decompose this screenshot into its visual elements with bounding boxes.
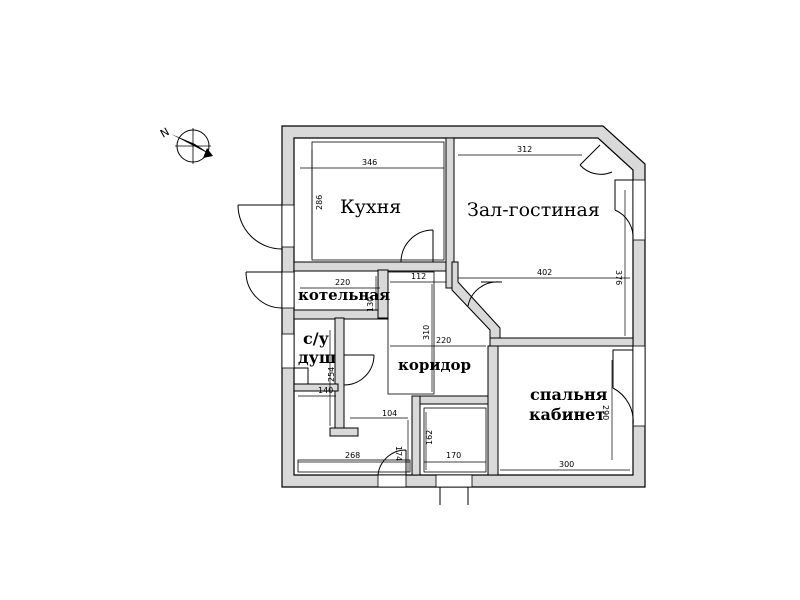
- outer-wall: [281, 125, 646, 488]
- interior-walls: [293, 137, 634, 476]
- dim-hall-depth: 174: [394, 446, 403, 461]
- dim-corridor-width: 220: [436, 336, 451, 345]
- dim-bedroom-width: 300: [559, 460, 574, 469]
- compass-rose-icon: N: [158, 125, 213, 164]
- dim-room-bottom-left: 268: [345, 451, 360, 460]
- wall-openings: [281, 179, 646, 488]
- dim-living-top: 312: [517, 145, 532, 154]
- dim-corridor-small: 112: [411, 272, 426, 281]
- room-label-kitchen: Кухня: [340, 196, 401, 218]
- room-label-corridor: коридор: [398, 356, 471, 374]
- dim-living-width: 402: [537, 268, 552, 277]
- dim-storage-depth: 162: [425, 430, 434, 445]
- dim-wc-width: 140: [318, 386, 333, 395]
- compass-label: N: [158, 125, 172, 140]
- room-label-bedroom-line1: спальня: [530, 385, 608, 404]
- dim-corridor-length: 310: [422, 325, 431, 340]
- dim-hall-small: 104: [382, 409, 397, 418]
- room-label-wc-line2: душ: [298, 348, 336, 367]
- dim-kitchen-depth: 286: [315, 195, 324, 210]
- dim-living-right: 376: [614, 270, 623, 285]
- room-label-boiler: котельная: [298, 286, 390, 304]
- dimension-lines: [298, 150, 630, 472]
- room-label-living: Зал-гостиная: [467, 199, 600, 221]
- dimension-frames: [297, 141, 487, 473]
- dim-kitchen-width: 346: [362, 158, 377, 167]
- room-label-bedroom-line2: кабинет: [529, 405, 605, 424]
- room-label-wc-line1: с/у: [303, 329, 330, 348]
- dim-boiler-depth: 130: [366, 297, 375, 312]
- dim-storage-width: 170: [446, 451, 461, 460]
- dim-wc-depth: 254: [327, 367, 336, 382]
- dim-boiler-width: 220: [335, 278, 350, 287]
- door-swings: [237, 144, 634, 505]
- dim-bedroom-depth: 290: [601, 405, 610, 420]
